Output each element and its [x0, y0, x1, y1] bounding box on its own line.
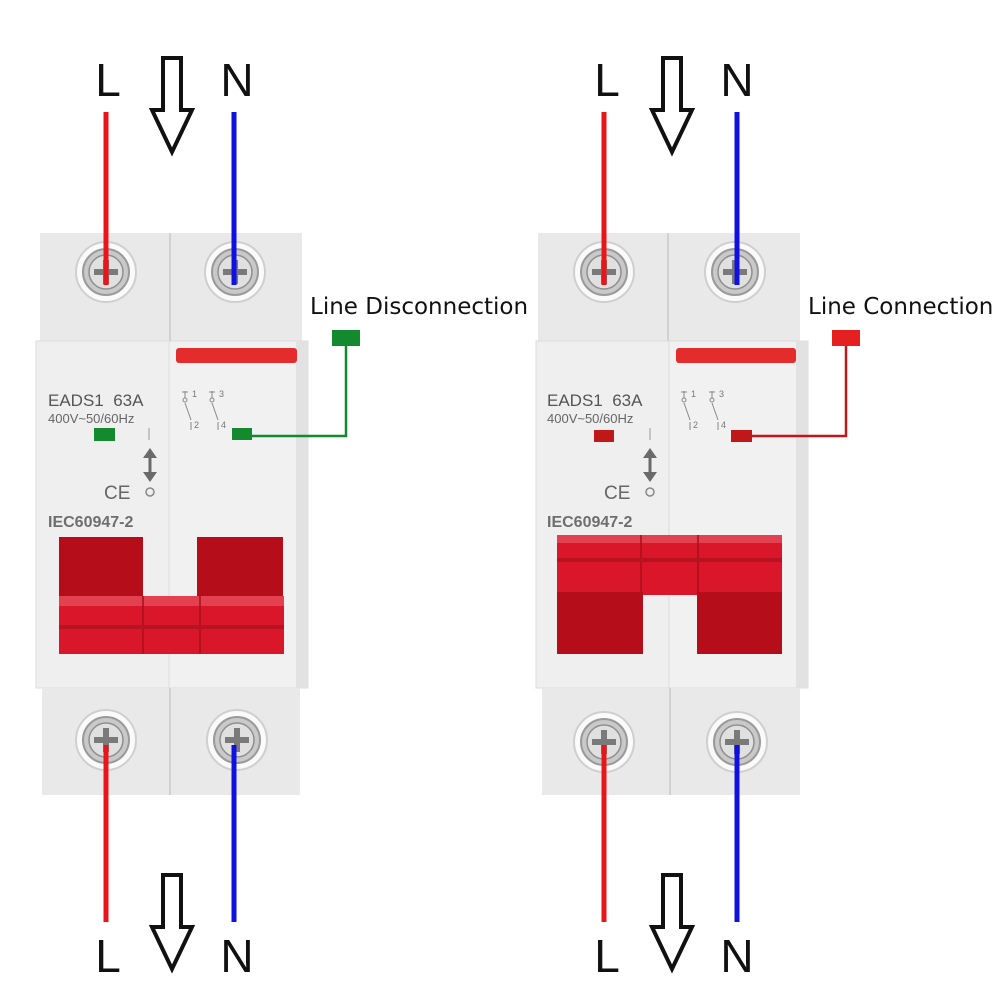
live-label-bottom: L — [95, 930, 121, 982]
updown-arrow-icon — [643, 448, 657, 497]
contact-symbol-icon: 1 2 3 4 — [181, 389, 226, 431]
svg-text:3: 3 — [719, 389, 724, 399]
contact-symbol-icon: 1 2 3 4 — [680, 389, 726, 431]
standard-label: IEC60947-2 — [547, 514, 632, 531]
indicator-window — [731, 430, 752, 442]
updown-arrow-icon — [143, 448, 157, 497]
rating-label: 400V~50/60Hz — [48, 411, 134, 426]
callout-marker — [332, 330, 360, 346]
neutral-label-bottom: N — [720, 930, 753, 982]
svg-text:4: 4 — [221, 420, 226, 430]
indicator-window — [594, 430, 614, 442]
svg-text:3: 3 — [219, 389, 224, 399]
callout-marker — [832, 330, 860, 346]
model-label: EADS1 63A — [48, 391, 144, 410]
down-arrow-icon — [150, 56, 194, 154]
red-stripe — [176, 348, 297, 363]
svg-text:1: 1 — [691, 389, 696, 399]
toggle-handle[interactable] — [557, 535, 782, 654]
svg-text:2: 2 — [693, 420, 698, 430]
live-label-bottom: L — [594, 930, 620, 982]
switch-on: EADS1 63A 400V~50/60Hz CE IEC60947-2 1 2… — [535, 54, 993, 982]
callout-label: Line Connection — [808, 294, 993, 320]
live-label-top: L — [95, 54, 121, 106]
model-label: EADS1 63A — [547, 391, 643, 410]
down-arrow-icon — [150, 873, 194, 971]
toggle-handle[interactable] — [59, 537, 284, 654]
svg-text:1: 1 — [192, 389, 197, 399]
switch-off: EADS1 63A 400V~50/60Hz CE IEC60947-2 1 2… — [35, 54, 528, 982]
svg-text:4: 4 — [721, 420, 726, 430]
neutral-label-top: N — [720, 54, 753, 106]
down-arrow-icon — [650, 873, 694, 971]
callout-label: Line Disconnection — [310, 294, 528, 320]
indicator-window — [94, 428, 115, 441]
neutral-label-bottom: N — [220, 930, 253, 982]
ce-mark: CE — [604, 483, 630, 504]
neutral-label-top: N — [220, 54, 253, 106]
red-stripe — [676, 348, 796, 363]
rating-label: 400V~50/60Hz — [547, 411, 633, 426]
standard-label: IEC60947-2 — [48, 514, 133, 531]
svg-text:2: 2 — [194, 420, 199, 430]
down-arrow-icon — [650, 56, 694, 154]
live-label-top: L — [594, 54, 620, 106]
indicator-window — [232, 428, 252, 440]
callout-leader-line — [752, 346, 848, 438]
callout-leader-line — [252, 346, 348, 438]
screw-icon — [206, 709, 268, 771]
ce-mark: CE — [104, 483, 130, 504]
